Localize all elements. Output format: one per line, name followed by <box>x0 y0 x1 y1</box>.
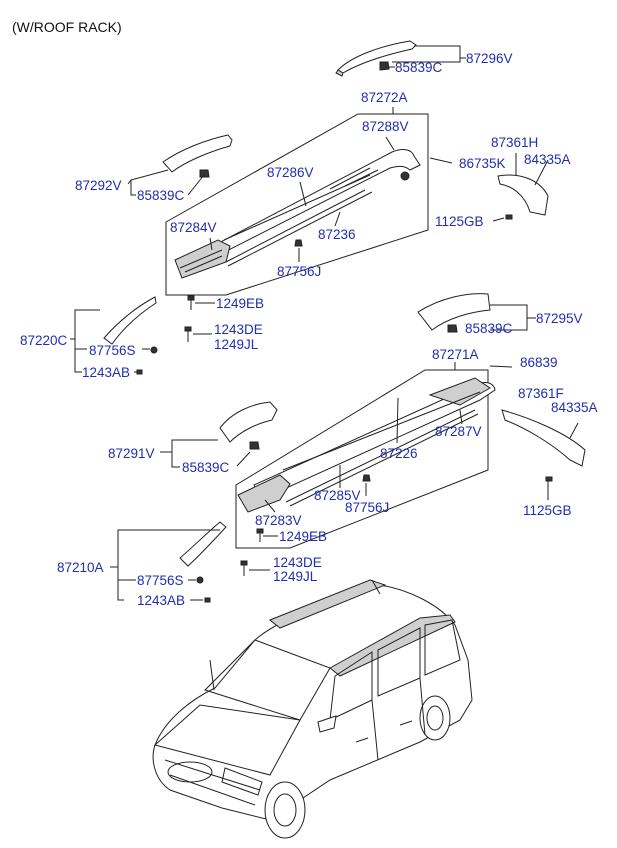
label-87220c: 87220C <box>20 333 68 348</box>
label-85839c-mid-left: 85839C <box>182 460 230 475</box>
strip-87286v <box>223 174 371 241</box>
label-87756j-mid: 87756J <box>345 500 389 515</box>
label-1125gb-mid: 1125GB <box>523 503 572 518</box>
rear-end-cover-87296v <box>335 40 417 77</box>
label-85839c-left: 85839C <box>137 188 185 203</box>
label-87210a: 87210A <box>57 560 104 575</box>
label-87226: 87226 <box>380 446 418 461</box>
screw-1249eb-mid <box>256 528 264 542</box>
vehicle-illustration <box>152 579 473 839</box>
label-85839c-mid: 85839C <box>465 321 513 336</box>
label-86735k: 86735K <box>459 156 506 171</box>
strip-87285v <box>282 391 481 471</box>
label-1125gb-top: 1125GB <box>435 214 484 229</box>
strip-87226 <box>285 409 476 503</box>
label-1243de-top: 1243DE <box>214 322 263 337</box>
label-87284v: 87284V <box>170 220 217 235</box>
clip-87756j-mid <box>362 474 371 482</box>
rear-end-cover-87295v <box>417 293 491 333</box>
assembly-box-87271a <box>235 369 489 549</box>
screw-1243de-top <box>184 326 192 342</box>
label-87292v: 87292V <box>75 178 122 193</box>
label-87271a: 87271A <box>432 347 479 362</box>
label-1243ab-mid: 1243AB <box>137 593 185 608</box>
front-end-cover-87292v <box>162 134 233 178</box>
label-1249jl-top: 1249JL <box>214 337 259 352</box>
label-1243ab-top: 1243AB <box>82 365 130 380</box>
label-1249eb-mid: 1249EB <box>279 529 327 544</box>
label-87361f: 87361F <box>518 386 564 401</box>
label-87288v: 87288V <box>362 119 409 134</box>
label-87756j-top: 87756J <box>277 264 321 279</box>
screw-1249eb-top <box>187 295 195 310</box>
label-87283v: 87283V <box>255 513 302 528</box>
rear-cover-87361h <box>497 159 549 220</box>
assembly-box-87272a <box>165 113 429 296</box>
label-84335a-mid: 84335A <box>551 400 598 415</box>
label-87286v: 87286V <box>267 165 314 180</box>
strip-87236 <box>225 189 366 263</box>
clip-87756j-top <box>294 239 303 247</box>
label-85839c-top: 85839C <box>395 60 443 75</box>
label-87756s-mid: 87756S <box>137 573 184 588</box>
front-end-cover-87291v <box>219 401 278 450</box>
label-87285v: 87285V <box>314 488 361 503</box>
label-87361h: 87361H <box>491 135 538 150</box>
label-87287v: 87287V <box>435 424 482 439</box>
pillar-molding-87220c <box>103 296 158 375</box>
label-87291v: 87291V <box>108 446 155 461</box>
diagram-title: (W/ROOF RACK) <box>12 19 122 35</box>
label-1249jl-mid: 1249JL <box>273 569 318 584</box>
label-1249eb-top: 1249EB <box>216 296 264 311</box>
label-87272a: 87272A <box>361 90 408 105</box>
label-1243de-mid: 1243DE <box>273 555 322 570</box>
label-87295v: 87295V <box>536 311 583 326</box>
label-87236: 87236 <box>318 227 356 242</box>
roof-rail-87287v <box>237 377 496 513</box>
label-84335a-top: 84335A <box>524 152 571 167</box>
label-87756s-top: 87756S <box>89 343 136 358</box>
screw-1243de-mid <box>240 560 248 576</box>
pillar-molding-87210a <box>179 521 227 603</box>
label-86839: 86839 <box>520 355 558 370</box>
rear-cover-87361f <box>501 409 586 482</box>
label-87296v: 87296V <box>466 51 513 66</box>
